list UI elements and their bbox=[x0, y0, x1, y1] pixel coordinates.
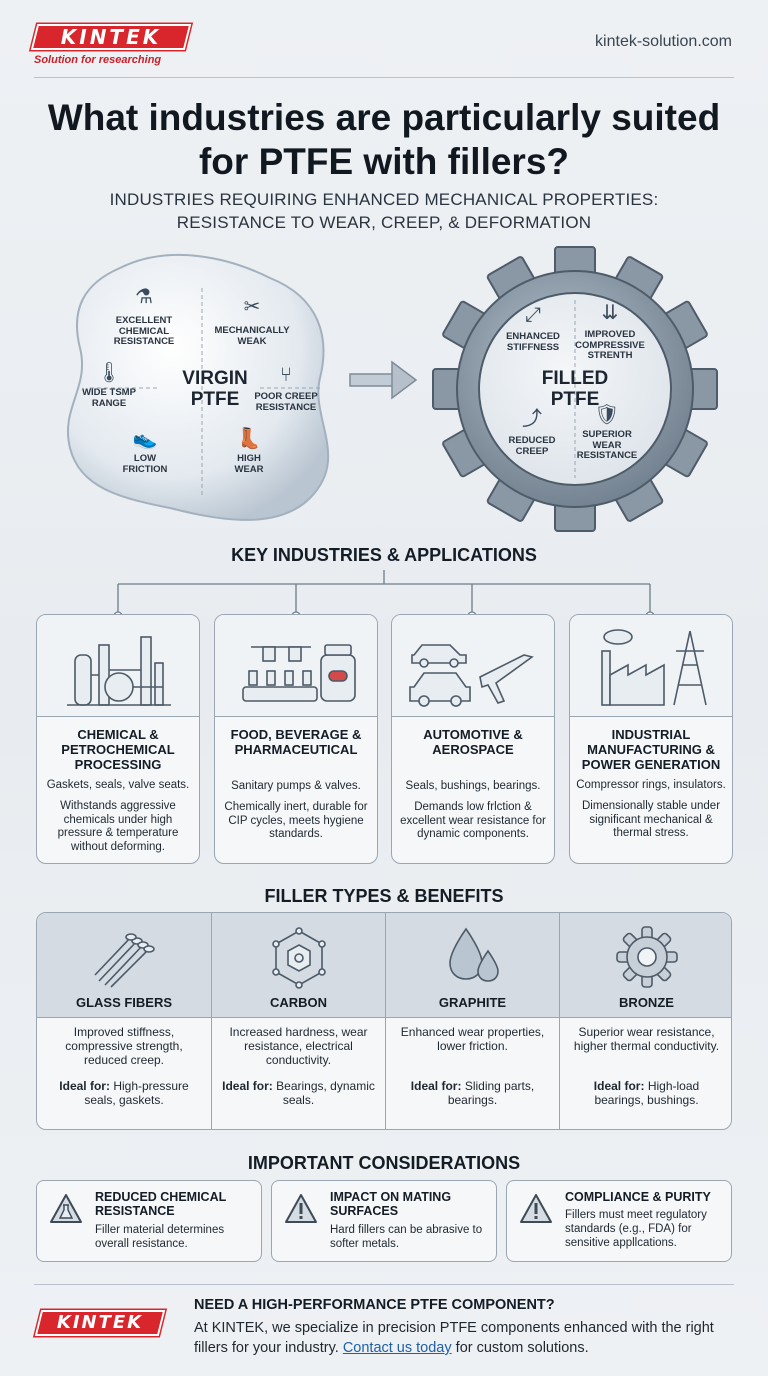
filler-glass-fibers: GLASS FIBERS Improved stiffness, compres… bbox=[37, 913, 211, 1129]
cta-body: At KINTEK, we specialize in precision PT… bbox=[194, 1320, 714, 1356]
industry-apps: Gaskets, seals, valve seats. bbox=[46, 779, 190, 791]
droplets-icon bbox=[449, 927, 499, 982]
industry-desc: Chemically inert, durable for CIP cycles… bbox=[224, 801, 368, 840]
tools-icon: ✂ bbox=[243, 296, 261, 318]
thermometer-icon: 🌡 bbox=[96, 362, 122, 384]
flask-icon: ⚗ bbox=[135, 286, 153, 308]
curve-icon: ⤴ bbox=[522, 408, 542, 430]
consideration-compliance: COMPLIANCE & PURITY Fillers must meet re… bbox=[506, 1180, 732, 1262]
fiber-bundle-icon bbox=[94, 933, 155, 988]
industry-apps: Compressor rings, insulators. bbox=[576, 779, 726, 791]
industry-card-automotive: AUTOMOTIVE &AEROSPACE Seals, bushings, b… bbox=[391, 614, 555, 864]
bottling-line-icon bbox=[242, 644, 356, 702]
page-subtitle: INDUSTRIES REQUIRING ENHANCED MECHANICAL… bbox=[20, 188, 748, 234]
transform-arrow-icon bbox=[349, 360, 418, 400]
filler-carbon: CARBON Increased hardness, wear resistan… bbox=[211, 913, 385, 1129]
compress-icon: ⇊ bbox=[601, 302, 619, 324]
footer-divider bbox=[34, 1284, 734, 1285]
site-url[interactable]: kintek-solution.com bbox=[595, 33, 732, 50]
molecule-icon bbox=[272, 927, 326, 989]
industry-desc: Withstands aggressive chemicals under hi… bbox=[57, 800, 179, 853]
shield-check-icon: 🛡 bbox=[594, 404, 620, 426]
filler-types-table: GLASS FIBERS Improved stiffness, compres… bbox=[36, 912, 732, 1130]
boot-icon: 👢 bbox=[236, 428, 262, 450]
warning-icon bbox=[520, 1194, 552, 1223]
virgin-ptfe-blob bbox=[67, 253, 330, 521]
car-plane-icon bbox=[409, 644, 534, 707]
cta-title: NEED A HIGH-PERFORMANCE PTFE COMPONENT? bbox=[194, 1297, 555, 1313]
chair-icon: ⑂ bbox=[280, 364, 292, 386]
contact-us-link[interactable]: Contact us today bbox=[342, 1340, 452, 1356]
subtitle-line-1: INDUSTRIES REQUIRING ENHANCED MECHANICAL… bbox=[109, 190, 659, 209]
industry-apps: Seals, bushings, bearings. bbox=[405, 780, 541, 792]
filler-graphite: GRAPHITE Enhanced wear properties, lower… bbox=[385, 913, 559, 1129]
considerations-section-title: IMPORTANT CONSIDERATIONS bbox=[247, 1153, 521, 1173]
footer-logo-text[interactable]: KINTEK bbox=[56, 1312, 144, 1333]
filler-bronze: BRONZE Superior wear resistance, higher … bbox=[559, 913, 731, 1129]
factory-pylon-icon bbox=[601, 629, 707, 706]
expand-arrows-icon: ⤢ bbox=[525, 304, 541, 326]
filled-ptfe-label: FILLED PTFE bbox=[541, 368, 609, 410]
industries-section-title: KEY INDUSTRIES & APPLICATIONS bbox=[231, 545, 537, 565]
shoe-icon: 👟 bbox=[132, 428, 158, 450]
brand-logo-text[interactable]: KINTEK bbox=[60, 25, 162, 49]
fillers-section-title: FILLER TYPES & BENEFITS bbox=[264, 886, 504, 906]
brand-tagline: Solution for researching bbox=[34, 54, 162, 66]
industry-apps: Sanitary pumps & valves. bbox=[231, 780, 361, 792]
header-divider bbox=[34, 77, 734, 78]
industry-card-food: FOOD, BEVERAGE &PHARMACEUTICAL Sanitary … bbox=[214, 614, 378, 864]
industry-desc: Demands low frlction & excellent wear re… bbox=[400, 801, 546, 840]
warning-icon bbox=[285, 1194, 317, 1223]
industry-desc: Dimensionally stable under significant m… bbox=[581, 800, 721, 839]
subtitle-line-2: RESISTANCE TO WEAR, CREEP, & DEFORMATION bbox=[176, 213, 592, 232]
virgin-ptfe-label: VIRGIN PTFE bbox=[182, 368, 248, 410]
warning-flask-icon bbox=[50, 1194, 82, 1223]
page-title: What industries are particularly suited … bbox=[47, 97, 721, 182]
gear-icon bbox=[616, 926, 678, 988]
refinery-icon bbox=[67, 636, 171, 706]
filled-ptfe-gear bbox=[432, 246, 718, 532]
